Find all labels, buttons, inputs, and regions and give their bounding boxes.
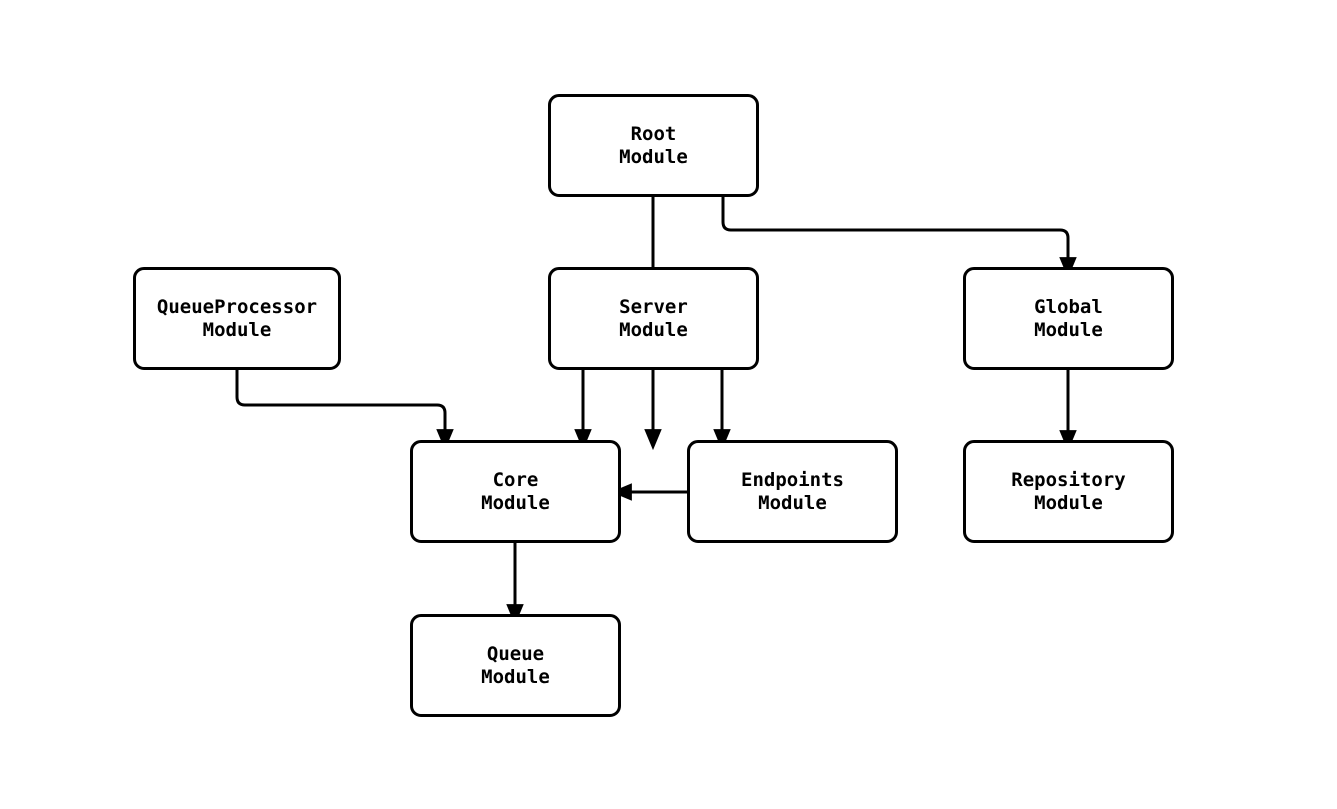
node-label-repository-module: Repository Module [1011, 468, 1126, 514]
node-label-global-module: Global Module [1034, 295, 1103, 341]
node-root-module[interactable]: Root Module [548, 94, 759, 197]
node-label-queue-module: Queue Module [481, 642, 550, 688]
node-endpoints-module[interactable]: Endpoints Module [687, 440, 898, 543]
node-queueprocessor-module[interactable]: QueueProcessor Module [133, 267, 341, 370]
edge-root-global [721, 197, 1077, 279]
node-label-core-module: Core Module [481, 468, 550, 514]
node-label-queueprocessor-module: QueueProcessor Module [156, 295, 318, 341]
node-repository-module[interactable]: Repository Module [963, 440, 1174, 543]
node-label-endpoints-module: Endpoints Module [741, 468, 844, 514]
node-core-module[interactable]: Core Module [410, 440, 621, 543]
node-queue-module[interactable]: Queue Module [410, 614, 621, 717]
edge-queueprocessor-core [235, 370, 454, 451]
node-label-server-module: Server Module [619, 295, 688, 341]
node-label-root-module: Root Module [619, 122, 688, 168]
node-server-module[interactable]: Server Module [548, 267, 759, 370]
node-global-module[interactable]: Global Module [963, 267, 1174, 370]
